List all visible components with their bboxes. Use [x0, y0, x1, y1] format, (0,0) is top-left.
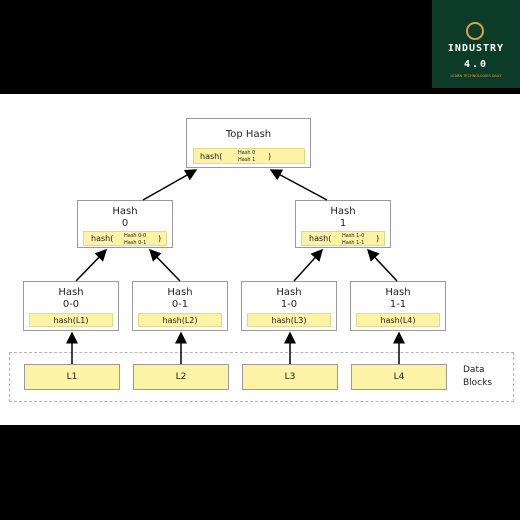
hash-0-node: Hash 0 hash( Hash 0-0 Hash 0-1 ) [77, 200, 173, 248]
hash-suffix: ) [268, 152, 272, 161]
top-hash-formula: hash( Hash 0 Hash 1 ) [193, 148, 305, 164]
hash-suffix: ) [158, 234, 162, 243]
leaf-hash-node: Hash 0-1 hash(L2) [132, 281, 228, 331]
hash-1-formula: hash( Hash 1-0 Hash 1-1 ) [301, 231, 385, 246]
inner-line1: Hash 0-0 [124, 233, 147, 239]
hash-1-title-line2: 1 [339, 218, 347, 229]
leaf-hash-formula: hash(L3) [247, 313, 331, 327]
leaf-hash-text: hash(L2) [162, 316, 198, 325]
arrow-leaf10-to-hash1 [293, 248, 324, 282]
inner-line2: Hash 0-1 [124, 240, 147, 246]
arrow-hash0-to-top [142, 169, 198, 201]
leaf-hash-text: hash(L1) [53, 316, 89, 325]
industry-logo: INDUSTRY 4.0 LEARN TECHNOLOGIES DAILY [432, 0, 520, 88]
tree-arrows [66, 169, 405, 364]
top-hash-title: Top Hash [225, 129, 272, 140]
data-block: L1 [24, 364, 120, 390]
hash-0-title-line2: 0 [121, 218, 129, 229]
hash-0-formula: hash( Hash 0-0 Hash 0-1 ) [83, 231, 167, 246]
data-block: L4 [351, 364, 447, 390]
leaf-title-line1: Hash [167, 287, 193, 298]
hash-1-node: Hash 1 hash( Hash 1-0 Hash 1-1 ) [295, 200, 391, 248]
arrow-hash1-to-top [269, 169, 328, 201]
leaf-hash-formula: hash(L4) [356, 313, 440, 327]
arrow-leaf01-to-hash0 [148, 248, 181, 282]
data-blocks-group [9, 352, 514, 402]
leaf-coin-icon [466, 22, 484, 40]
arrow-leaf11-to-hash1 [366, 248, 398, 282]
hash-prefix: hash( [309, 234, 332, 243]
leaf-hash-node: Hash 1-1 hash(L4) [350, 281, 446, 331]
inner-line1: Hash 0 [238, 150, 256, 156]
arrow-leaf00-to-hash0 [75, 248, 108, 282]
leaf-title-line1: Hash [276, 287, 302, 298]
logo-tagline: LEARN TECHNOLOGIES DAILY [450, 74, 502, 78]
leaf-title-line2: 1-1 [389, 299, 407, 310]
inner-line2: Hash 1 [238, 157, 256, 163]
leaf-title-line2: 1-0 [280, 299, 298, 310]
leaf-title-line2: 0-0 [62, 299, 80, 310]
leaf-hash-text: hash(L3) [271, 316, 307, 325]
top-hash-node: Top Hash hash( Hash 0 Hash 1 ) [186, 118, 311, 168]
logo-line2: 4.0 [463, 59, 489, 70]
inner-line2: Hash 1-1 [342, 240, 365, 246]
leaf-title-line2: 0-1 [171, 299, 189, 310]
hash-prefix: hash( [91, 234, 114, 243]
leaf-hash-formula: hash(L2) [138, 313, 222, 327]
hash-0-title-line1: Hash [112, 206, 138, 217]
leaf-hash-text: hash(L4) [380, 316, 416, 325]
leaf-title-line1: Hash [385, 287, 411, 298]
data-blocks-label-line2: Blocks [463, 378, 493, 388]
data-blocks-label-line1: Data [463, 365, 485, 375]
leaf-hash-node: Hash 1-0 hash(L3) [241, 281, 337, 331]
hash-prefix: hash( [200, 152, 223, 161]
hash-suffix: ) [376, 234, 380, 243]
logo-line1: INDUSTRY [447, 43, 505, 54]
data-block: L2 [133, 364, 229, 390]
leaf-title-line1: Hash [58, 287, 84, 298]
hash-1-title-line1: Hash [330, 206, 356, 217]
inner-line1: Hash 1-0 [342, 233, 365, 239]
leaf-hash-node: Hash 0-0 hash(L1) [23, 281, 119, 331]
merkle-tree-diagram: Top Hash hash( Hash 0 Hash 1 ) Hash 0 ha… [0, 94, 520, 425]
data-block: L3 [242, 364, 338, 390]
leaf-hash-formula: hash(L1) [29, 313, 113, 327]
